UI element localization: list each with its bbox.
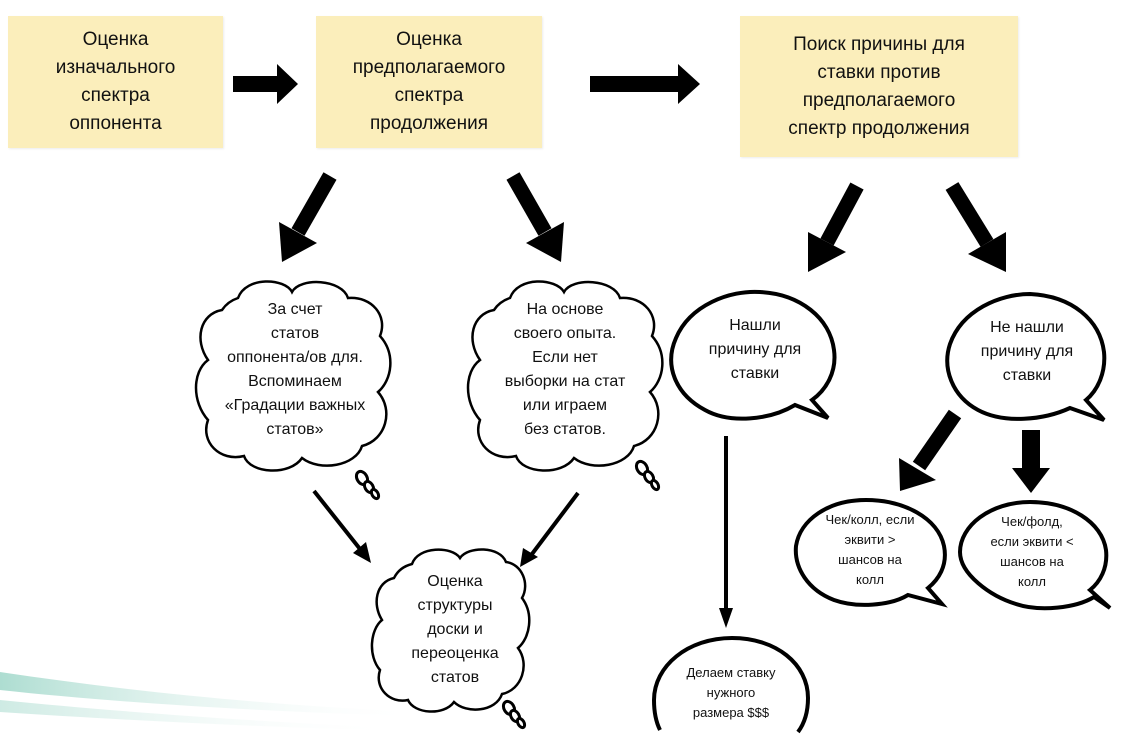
cloud-board-shape [370,548,531,713]
bubble-not-found-text: Не нашли причину для ставки [980,319,1074,384]
arrow-down-icon [312,489,371,563]
bubble-not-found-shape [945,291,1107,422]
box-continuation-range: Оценка предполагаемого спектра продолжен… [316,16,542,148]
arrow-down-icon [899,409,962,491]
box-find-reason: Поиск причины для ставки против предпола… [740,16,1018,157]
bubble-found-text: Нашли причину для ставки [708,317,802,382]
arrow-right-icon [590,64,700,104]
thought-bubble-tail-icon [501,699,527,730]
thought-bubble-tail-icon [634,459,661,492]
bubble-check-call-shape [793,497,948,608]
cloud-stats-shape [194,280,392,472]
bubble-found-shape [669,289,837,421]
arrow-down-icon [520,491,580,567]
bubble-bet-shape [651,635,811,734]
box-opponent-range: Оценка изначального спектра оппонента [8,16,223,148]
bubble-check-fold-shape [957,499,1112,611]
cloud-experience-shape [466,280,664,472]
cloud-stats-text: За счет статов оппонента/ов для. Вспомин… [224,301,366,438]
bubble-bet-text: Делаем ставку нужного размера $$$ [686,665,776,720]
background-swoosh [0,672,420,731]
arrow-down-icon [506,172,564,262]
arrow-down-icon [1012,430,1050,493]
cloud-board-text: Оценка структуры доски и переоценка стат… [411,573,499,686]
arrow-right-icon [233,64,298,104]
arrow-down-icon [808,182,864,272]
thought-bubble-tail-icon [354,469,381,501]
arrow-down-icon [279,172,337,262]
arrow-down-icon [719,436,733,628]
arrow-down-icon [945,182,1006,272]
bubble-check-call-text: Чек/колл, если эквити > шансов на колл [825,512,915,587]
bubble-check-fold-text: Чек/фолд, если эквити < шансов на колл [990,514,1074,589]
cloud-experience-text: На основе своего опыта. Если нет выборки… [504,301,626,438]
